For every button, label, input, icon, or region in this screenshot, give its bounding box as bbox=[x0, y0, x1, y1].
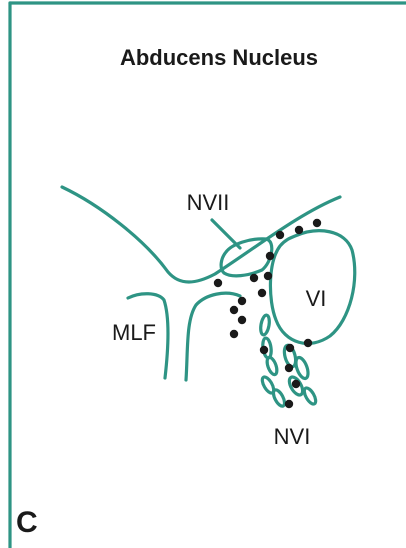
label-vi: VI bbox=[306, 286, 327, 311]
label-nvi: NVI bbox=[274, 424, 311, 449]
nvii-genu bbox=[221, 239, 272, 276]
label-nvii: NVII bbox=[187, 190, 230, 215]
panel-letter: C bbox=[16, 506, 38, 539]
label-mlf: MLF bbox=[112, 320, 156, 345]
figure-title: Abducens Nucleus bbox=[120, 45, 318, 70]
nvi-rootlets bbox=[259, 314, 318, 407]
nvii-pointer bbox=[212, 220, 240, 248]
